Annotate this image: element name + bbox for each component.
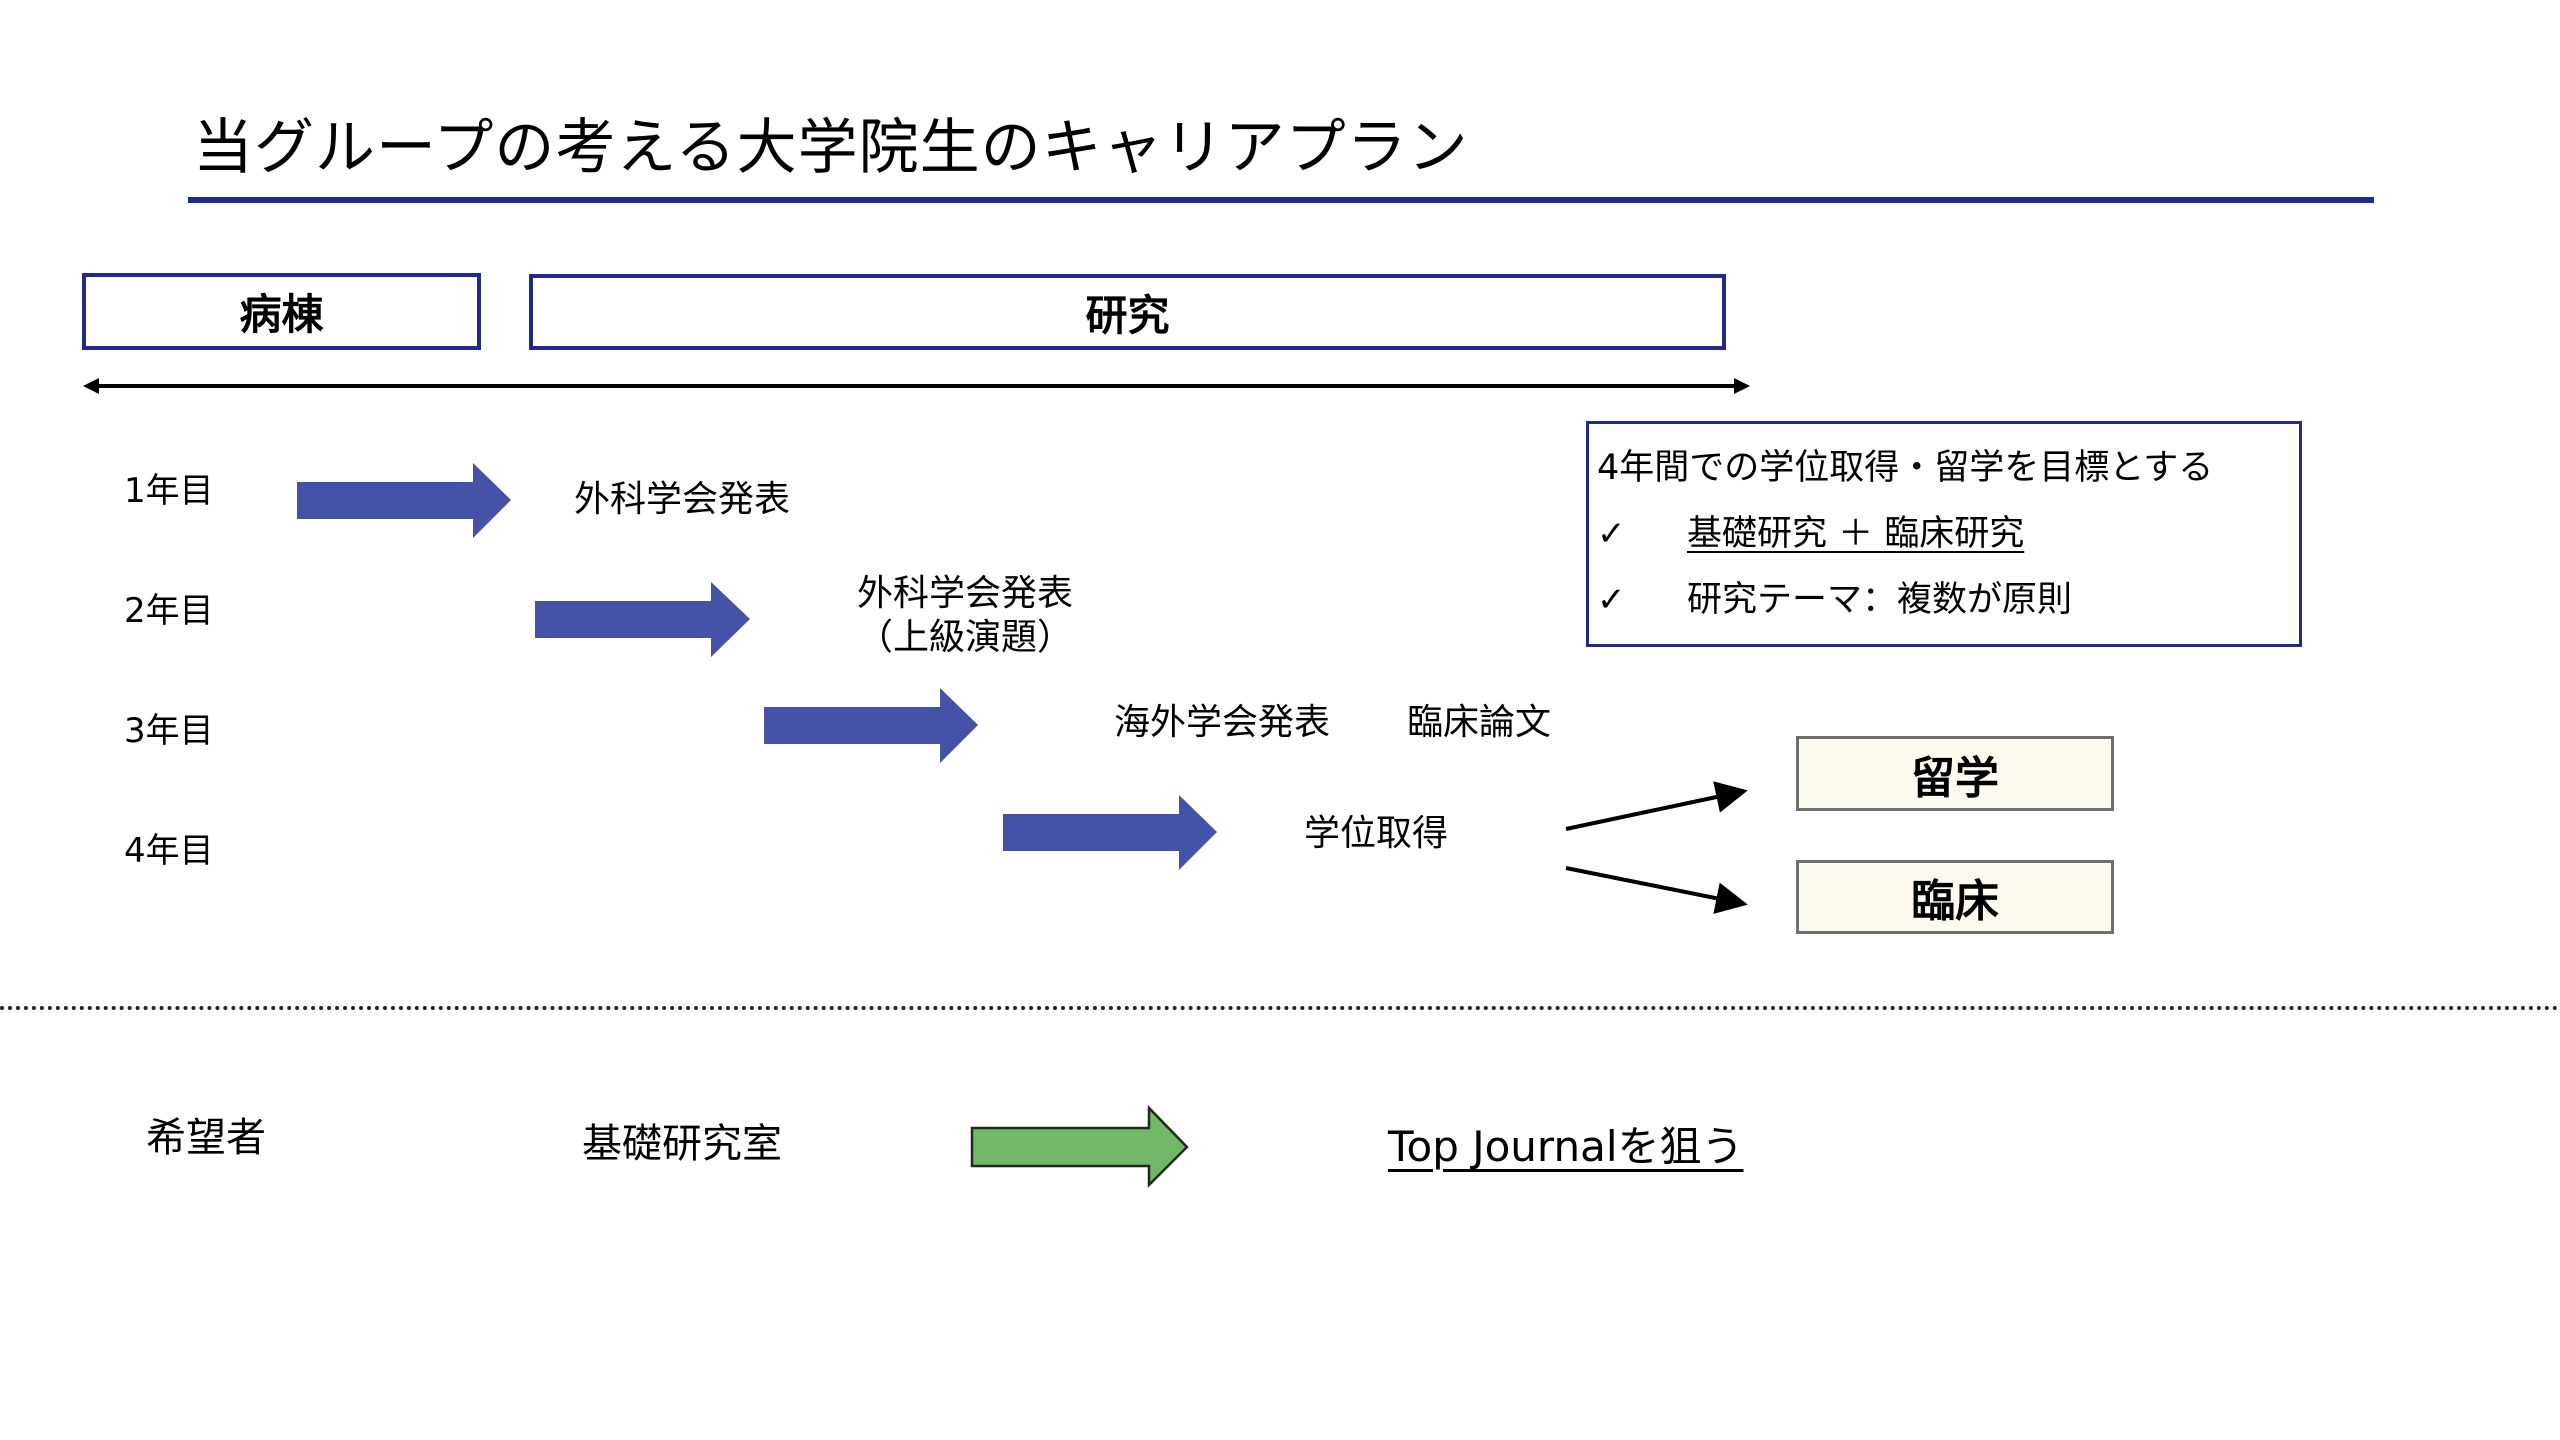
milestone-year1-surgical-congress: 外科学会発表 — [574, 479, 791, 520]
year1-arrow-icon — [297, 463, 511, 538]
milestone-year2-surgical-congress: 外科学会発表 — [856, 573, 1073, 614]
goal-item-multiple-themes: 研究テーマ：複数が原則 — [1687, 580, 2073, 620]
optional-track-arrow-icon — [970, 1104, 1189, 1189]
optional-track-where: 基礎研究室 — [582, 1121, 782, 1167]
year3-arrow-icon — [764, 688, 978, 763]
milestone-year4-degree: 学位取得 — [1304, 813, 1449, 854]
year-label-3: 3年目 — [124, 711, 214, 751]
goal-box: 4年間での学位取得・留学を目標とする ✓ 基礎研究 ＋ 臨床研究 ✓ 研究テーマ… — [1586, 421, 2302, 647]
optional-track-who: 希望者 — [146, 1115, 266, 1161]
title-underline — [188, 197, 2374, 203]
year4-arrow-icon — [1003, 795, 1217, 870]
milestone-year3-international-congress: 海外学会発表 — [1114, 702, 1331, 743]
goal-item-basic-clinical-research: 基礎研究 ＋ 臨床研究 — [1687, 514, 2025, 554]
outcome-label-study-abroad: 留学 — [1911, 752, 1999, 804]
check-icon: ✓ — [1597, 580, 1626, 620]
check-icon: ✓ — [1597, 514, 1626, 554]
milestone-year2-advanced-session: （上級演題） — [856, 617, 1073, 658]
optional-track-goal: Top Journalを狙う — [1388, 1122, 1744, 1171]
outcome-box-clinical: 臨床 — [1796, 860, 2114, 934]
outcome-label-clinical: 臨床 — [1911, 876, 1999, 927]
phase-label-research: 研究 — [1085, 290, 1170, 340]
goal-heading: 4年間での学位取得・留学を目標とする — [1597, 448, 2214, 488]
phase-box-research: 研究 — [529, 274, 1726, 350]
timeline-arrowhead-left — [83, 378, 99, 394]
branch-arrow-clinical — [1565, 866, 1748, 914]
section-divider — [0, 1006, 2560, 1010]
year-label-2: 2年目 — [124, 591, 214, 631]
year-label-4: 4年目 — [124, 831, 214, 871]
year2-arrow-icon — [535, 582, 750, 657]
year-label-1: 1年目 — [124, 471, 214, 511]
milestone-year3-clinical-paper: 臨床論文 — [1407, 702, 1552, 743]
timeline-arrowhead-right — [1734, 378, 1750, 394]
timeline-double-arrow-icon — [83, 378, 1750, 394]
slide-title: 当グループの考える大学院生のキャリアプラン — [193, 113, 1469, 183]
outcome-box-study-abroad: 留学 — [1796, 736, 2114, 811]
phase-label-ward: 病棟 — [239, 290, 324, 339]
phase-box-ward: 病棟 — [82, 273, 481, 350]
branch-arrow-study-abroad — [1565, 781, 1748, 831]
